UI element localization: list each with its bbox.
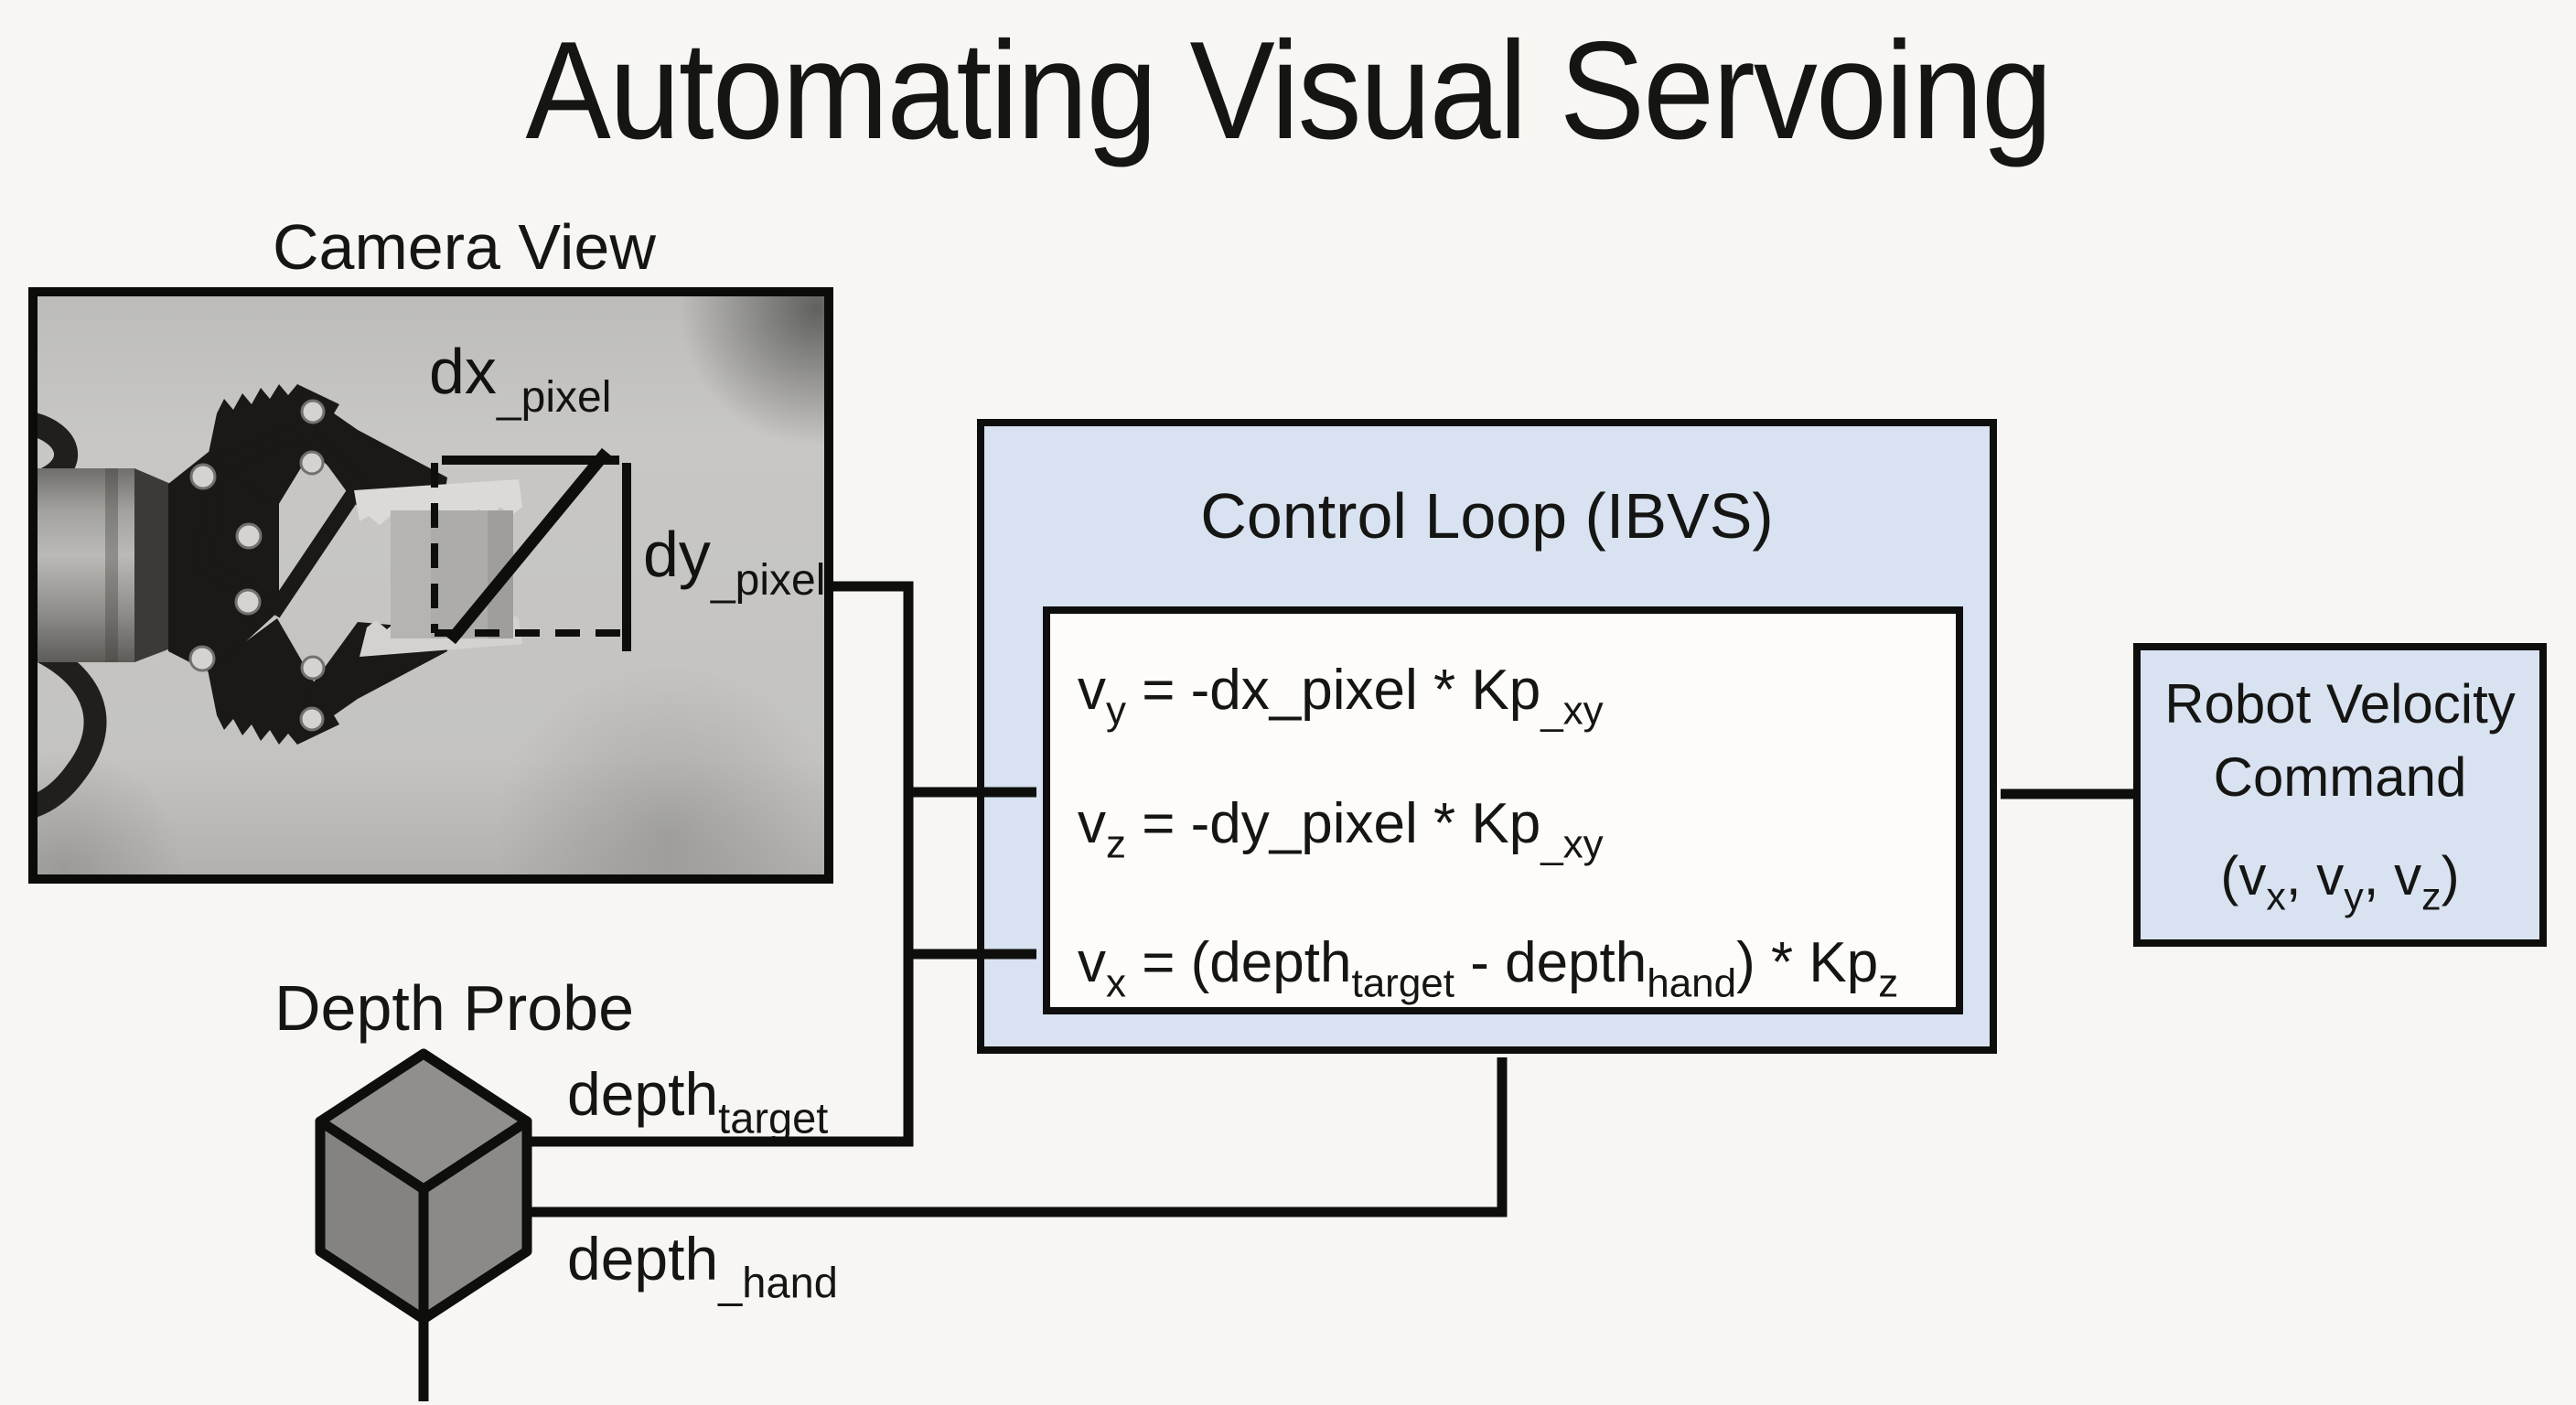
vec-p2: , v: [2285, 845, 2345, 906]
equation-vy: vy = -dx_pixel * Kp_xy: [1078, 654, 1604, 734]
photo-vignette-topright: [680, 296, 824, 446]
depth-hand-base: depth: [567, 1225, 719, 1292]
eq1-sub1: y: [1106, 688, 1126, 734]
eq1-base: v: [1078, 659, 1106, 722]
gripper-linkage: [195, 420, 370, 618]
robot-velocity-vector: (vx, vy, vz): [2141, 844, 2539, 919]
vec-p3: , v: [2363, 845, 2422, 906]
depth-hand-sub: _hand: [718, 1258, 838, 1307]
grip-block: [391, 510, 513, 638]
vec-s2: y: [2344, 874, 2364, 919]
eq3-mid2: - depth: [1454, 931, 1648, 994]
depth-target-sub: target: [718, 1093, 829, 1142]
control-loop-box: Control Loop (IBVS) vy = -dx_pixel * Kp_…: [977, 419, 1997, 1054]
cube-left-face: [315, 1116, 429, 1325]
camera-view-label: Camera View: [273, 211, 656, 283]
robot-velocity-line1: Robot Velocity: [2164, 673, 2516, 735]
vec-s1: x: [2266, 874, 2286, 919]
dx-pixel-label: dx_pixel: [429, 335, 611, 423]
depth-hand-label: depth_hand: [567, 1224, 838, 1308]
robot-velocity-box: Robot Velocity Command (vx, vy, vz): [2133, 643, 2547, 947]
vec-p1: (v: [2220, 845, 2267, 906]
camera-view-photo: dx_pixel dy_pixel: [28, 287, 833, 884]
eq2-mid: = -dy_pixel * Kp: [1126, 792, 1541, 855]
vec-p4: ): [2441, 845, 2460, 906]
eq3-sub2: target: [1351, 960, 1454, 1006]
equation-box: vy = -dx_pixel * Kp_xy vz = -dy_pixel * …: [1043, 606, 1963, 1014]
grip-block-highlight: [391, 510, 431, 638]
depth-target-base: depth: [567, 1060, 719, 1128]
page-title-text: Automating Visual Servoing: [525, 13, 2052, 168]
robot-cable-lower-icon: [38, 640, 107, 818]
dy-label-base: dy: [643, 519, 711, 590]
robot-velocity-line2: Command: [2213, 746, 2467, 808]
dy-pixel-label: dy_pixel: [643, 518, 825, 606]
photo-vignette-bottomright: [495, 662, 824, 874]
eq1-sub2: _xy: [1540, 688, 1604, 734]
cube-right-face: [418, 1116, 532, 1325]
depth-target-label: depthtarget: [567, 1059, 828, 1143]
gripper-mount: [134, 468, 173, 662]
eq3-sub3: hand: [1647, 960, 1737, 1006]
equation-vz: vz = -dy_pixel * Kp_xy: [1078, 788, 1604, 867]
vec-s3: z: [2421, 874, 2442, 919]
gripper-screws: [188, 399, 326, 732]
eq2-base: v: [1078, 792, 1106, 855]
eq3-sub1: x: [1106, 960, 1126, 1006]
depth-probe-cube: [315, 1048, 532, 1325]
eq3-mid1: = (depth: [1126, 931, 1352, 994]
gripper-upper-finger: [297, 388, 447, 507]
page-title: Automating Visual Servoing: [0, 4, 2576, 177]
cube-top-face: [315, 1048, 532, 1195]
eq1-mid: = -dx_pixel * Kp: [1126, 659, 1541, 722]
eq3-base: v: [1078, 931, 1106, 994]
dx-label-base: dx: [429, 336, 497, 407]
eq3-mid3: ) * Kp: [1736, 931, 1879, 994]
eq2-sub2: _xy: [1540, 821, 1604, 867]
eq3-sub4: z: [1878, 960, 1899, 1006]
depth-probe-label: Depth Probe: [274, 972, 635, 1044]
eq2-sub1: z: [1106, 821, 1126, 867]
wrist-cylinder: [38, 468, 134, 662]
error-vector-arrow: [445, 447, 612, 645]
control-loop-title: Control Loop (IBVS): [1200, 480, 1774, 552]
cylinder-seam: [105, 468, 118, 662]
gripper-palm: [168, 448, 279, 673]
dx-label-sub: _pixel: [496, 373, 612, 423]
pixel-error-annotations: [431, 447, 630, 651]
camera-photo-drawing: [38, 296, 824, 874]
equation-vx: vx = (depthtarget - depthhand) * Kpz: [1078, 927, 1898, 1006]
dy-label-sub: _pixel: [710, 556, 826, 606]
